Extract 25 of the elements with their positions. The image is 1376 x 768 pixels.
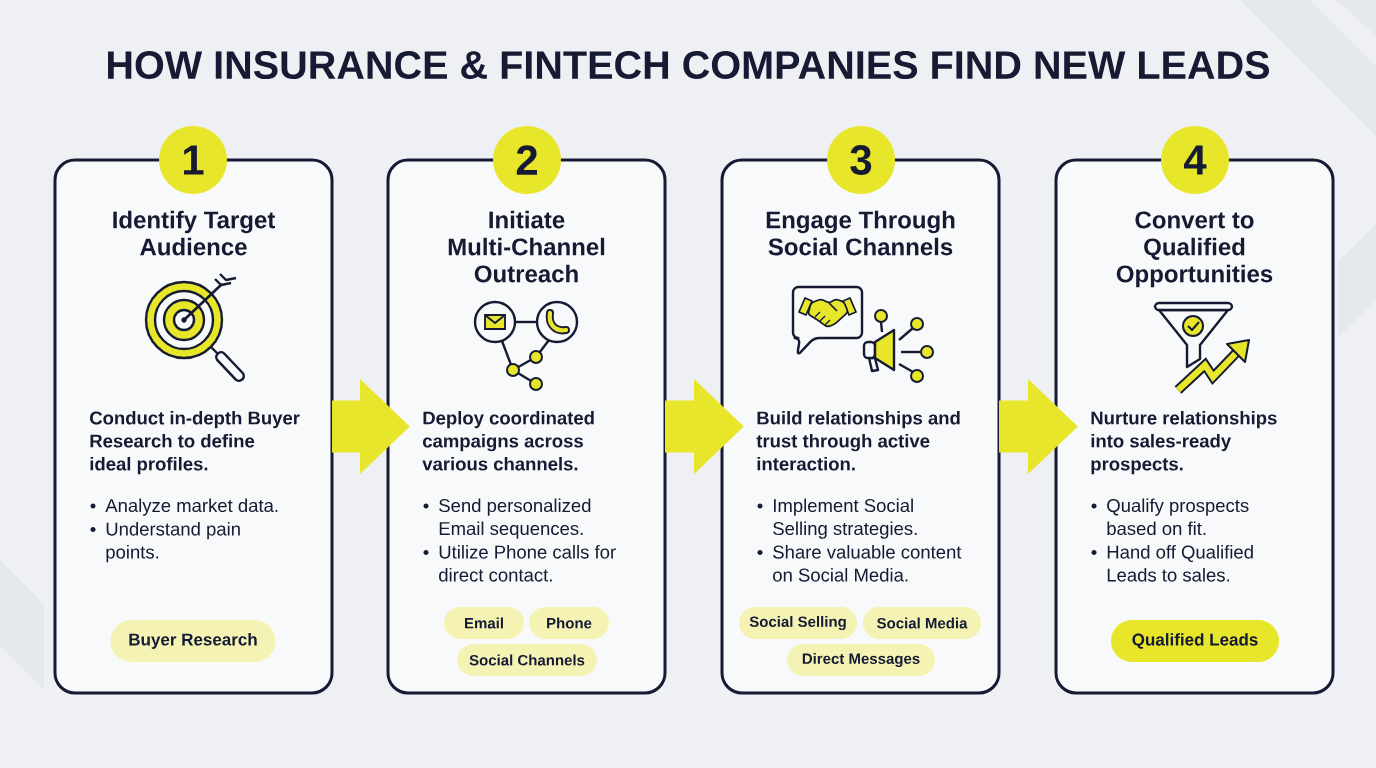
tag: Social Media [863, 607, 981, 639]
card-heading: Identify Target Audience [113, 210, 275, 256]
card-heading: Initiate Multi-Channel Outreach [448, 210, 605, 283]
card-heading: Convert to Qualified Opportunities [1116, 211, 1273, 288]
bullet-text: Share valuable content on Social Media. [773, 545, 962, 582]
tag: Email [444, 607, 524, 639]
bullet-text: Utilize Phone calls for direct contact. [439, 545, 616, 582]
tag: Qualified Leads [1111, 620, 1279, 662]
tag: Direct Messages [787, 644, 935, 676]
tag: Social Channels [457, 644, 597, 676]
card-heading: Engage Through Social Channels [766, 210, 955, 256]
card-text: Conduct in-depth Buyer Research to define ideal profiles. [90, 410, 300, 475]
card-text: Deploy coordinated campaigns across various channels. [422, 410, 594, 471]
bullet-text: Understand pain points. [106, 522, 240, 563]
title: HOW INSURANCE & FINTECH COMPANIES FIND NEW LEADS [108, 51, 1269, 79]
tag: Phone [529, 607, 609, 639]
bullet-text: Qualify prospects based on fit. [1107, 498, 1249, 536]
card-text: Nurture relationships into sales-ready prospects. [1091, 410, 1277, 475]
tag: Buyer Research [110, 620, 276, 662]
tag: Social Selling [739, 607, 857, 639]
bullet-text: Send personalized Email sequences. [439, 498, 591, 539]
bullet-text: Hand off Qualified Leads to sales. [1107, 545, 1253, 582]
bullet-text: Implement Social Selling strategies. [773, 498, 917, 539]
bullet-text: Analyze market data. [105, 498, 278, 516]
card-text: Build relationships and trust through active interaction. [756, 410, 960, 471]
